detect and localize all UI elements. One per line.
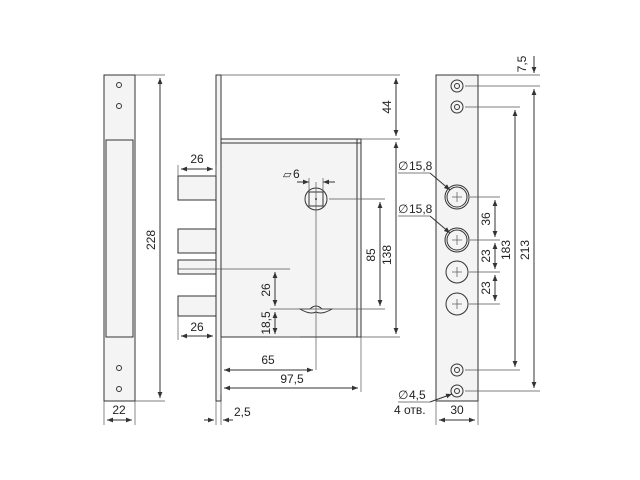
dim-top-gap: 7,5 — [515, 55, 529, 72]
side-hole-4 — [116, 386, 122, 392]
dim-bolt-top: 26 — [190, 152, 204, 166]
bolt-hole-2 — [444, 227, 470, 253]
side-view: 228 22 — [103, 74, 165, 425]
dim-span-183: 183 — [499, 240, 513, 260]
lock-case — [220, 138, 362, 338]
dim-side-width: 22 — [112, 403, 126, 417]
bolt-4 — [177, 295, 217, 317]
bolt-3 — [177, 259, 217, 275]
front-view: 26 26 ▱ 6 44 85 138 26 18,5 — [177, 74, 400, 425]
dim-side-height: 228 — [144, 230, 158, 250]
bolt-hole-4 — [445, 292, 469, 316]
side-bolt-slot — [105, 139, 134, 338]
dim-hole-pitch-36: 36 — [479, 212, 493, 226]
key-hole — [298, 305, 334, 314]
symbol-diameter-3: ∅ — [398, 388, 408, 402]
dim-plate-thickness: 2,5 — [234, 405, 251, 419]
bolt-hole-3 — [445, 260, 469, 284]
symbol-diameter-1: ∅ — [398, 159, 408, 173]
bolt-1 — [177, 175, 217, 201]
dim-key-offset: 18,5 — [259, 311, 273, 335]
screw-hole-1 — [450, 79, 464, 93]
dim-spindle-square: 6 — [293, 167, 300, 181]
side-hole-2 — [116, 103, 122, 109]
dim-body-height: 138 — [380, 245, 394, 265]
dim-faceplate-width: 30 — [450, 403, 464, 417]
symbol-square: ▱ — [283, 169, 292, 181]
dim-hole-pitch-23b: 23 — [479, 281, 493, 295]
faceplate-view: ∅ 15,8 ∅ 15,8 36 23 23 183 213 7, — [394, 55, 540, 425]
dim-screw-hole-count: 4 отв. — [394, 403, 426, 417]
bolt-2 — [177, 228, 217, 254]
dim-hole-d1: 15,8 — [409, 159, 433, 173]
side-hole-3 — [116, 365, 122, 371]
screw-hole-3 — [450, 363, 464, 377]
dim-hole-d2: 15,8 — [409, 202, 433, 216]
dim-backset-975: 97,5 — [280, 372, 304, 386]
dim-bolt-bottom: 26 — [190, 320, 204, 334]
dim-hole-pitch-23a: 23 — [479, 249, 493, 263]
dim-bolt-gap: 26 — [259, 283, 273, 297]
dim-span-213: 213 — [518, 240, 532, 260]
front-plate — [215, 74, 222, 402]
dim-screw-hole-d: 4,5 — [409, 388, 426, 402]
symbol-diameter-2: ∅ — [398, 202, 408, 216]
bolt-hole-1 — [444, 184, 470, 210]
dim-backset-65: 65 — [261, 353, 275, 367]
screw-hole-4 — [450, 384, 464, 398]
side-hole-1 — [116, 82, 122, 88]
screw-hole-2 — [450, 100, 464, 114]
dim-spindle-to-key: 85 — [364, 248, 378, 262]
dim-top-offset: 44 — [380, 100, 394, 114]
